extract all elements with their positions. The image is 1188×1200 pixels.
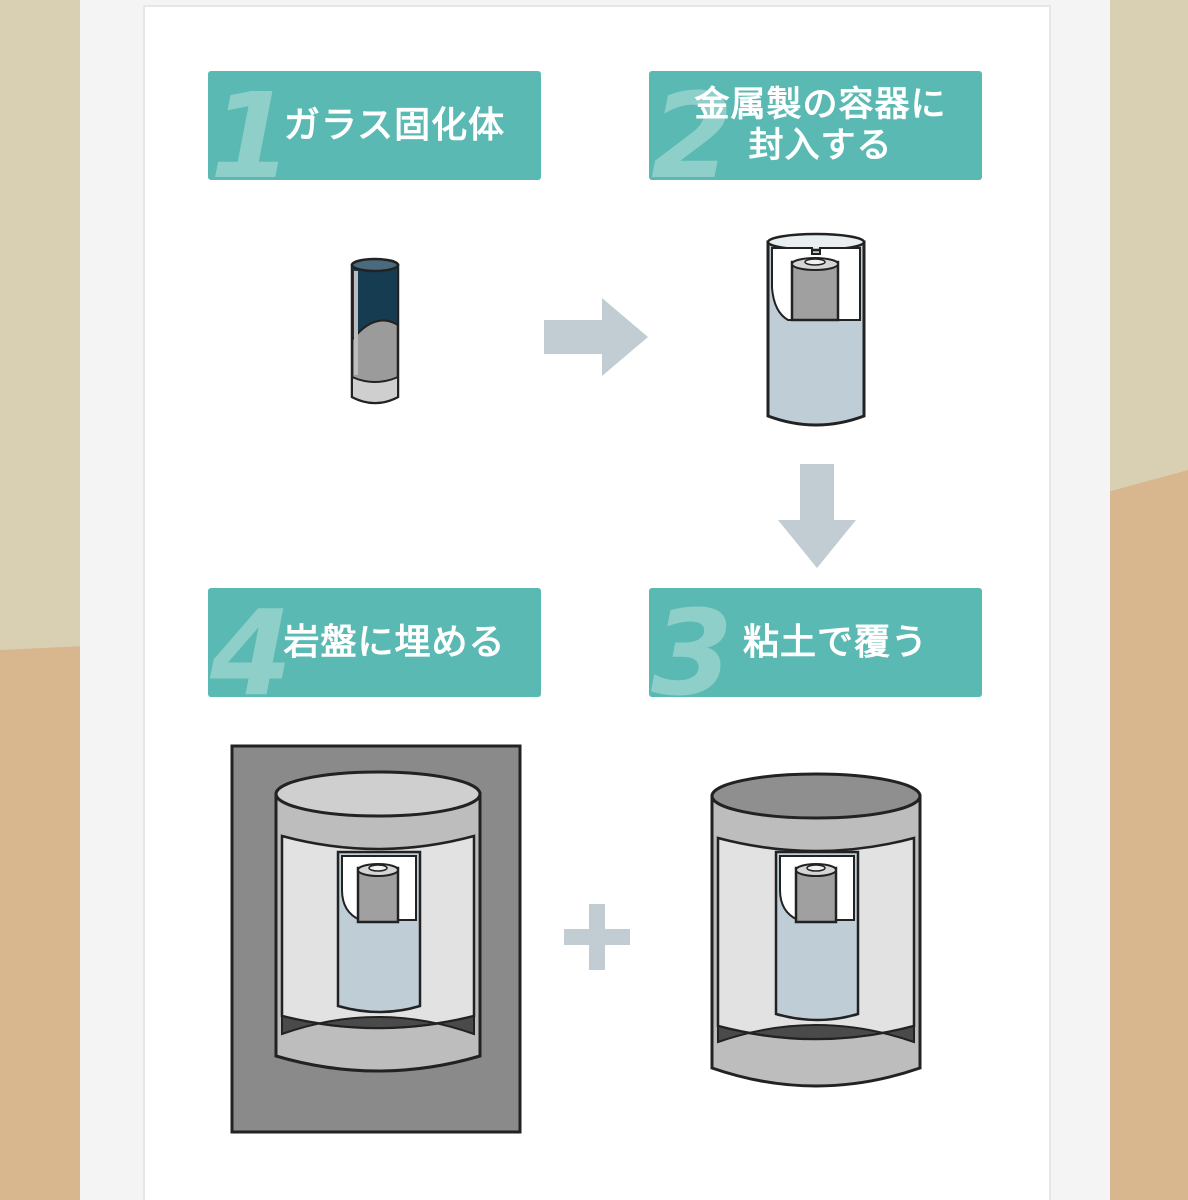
step-1-label: 1 ガラス固化体 [208, 71, 541, 180]
bedrock-disposal-illustration [230, 744, 522, 1134]
step-title: 岩盤に埋める [283, 621, 506, 663]
metal-container-illustration [766, 232, 866, 427]
plus-icon [564, 904, 630, 970]
step-4-label: 4 岩盤に埋める [208, 588, 541, 697]
step-title: 金属製の容器に 封入する [694, 85, 947, 166]
step-number: 2 [651, 71, 734, 180]
clay-buffer-illustration [710, 772, 922, 1088]
glass-canister-illustration [350, 257, 400, 405]
step-number: 3 [651, 588, 734, 697]
step-3-label: 3 粘土で覆う [649, 588, 982, 697]
arrow-down-icon [778, 464, 856, 568]
step-title: ガラス固化体 [283, 104, 506, 146]
step-2-label: 2 金属製の容器に 封入する [649, 71, 982, 180]
step-title: 粘土で覆う [742, 621, 928, 663]
step-number: 4 [210, 588, 293, 697]
step-number: 1 [210, 71, 293, 180]
arrow-right-icon [544, 298, 648, 376]
